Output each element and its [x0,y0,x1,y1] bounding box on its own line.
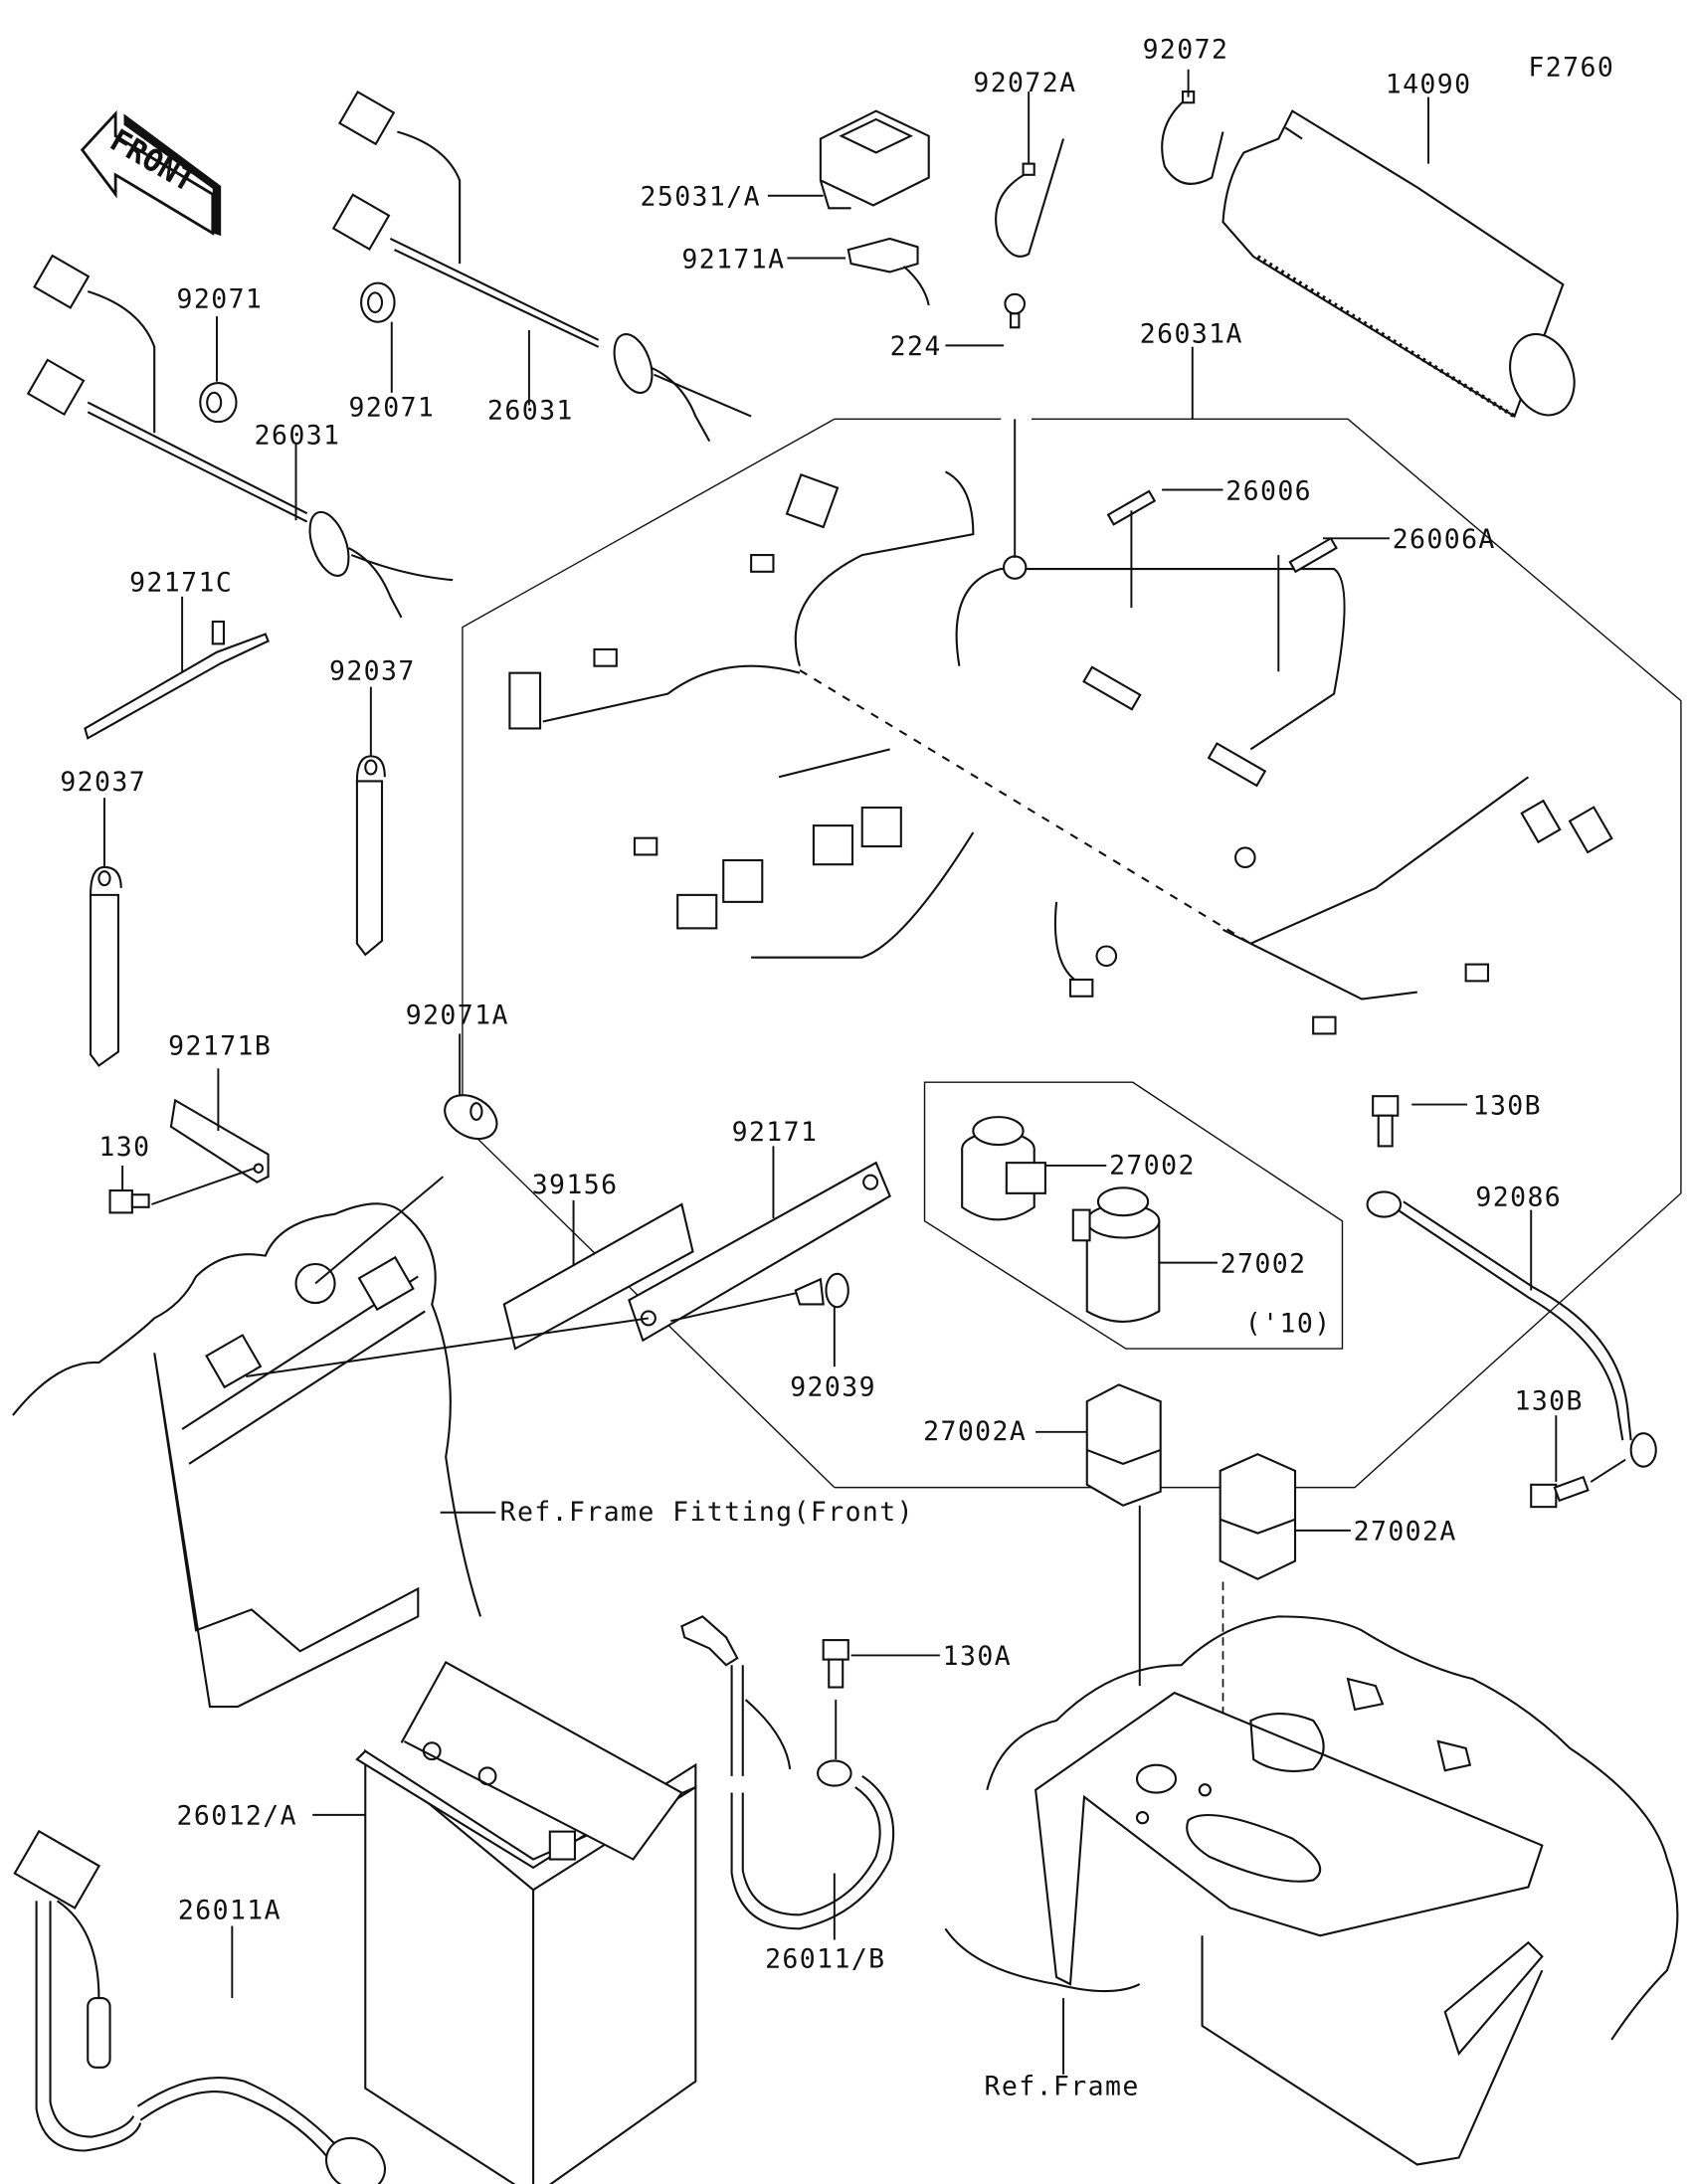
label-224: 224 [890,331,942,362]
wiring-harness-26031-lower[interactable] [26,254,454,619]
ref-frame-fitting-front: Ref.Frame Fitting(Front) [500,1497,914,1528]
fuse-26006A[interactable] [1288,536,1338,574]
cable-tie-92072[interactable] [1161,91,1224,185]
bolt-130A[interactable] [822,1639,849,1760]
label-27002A-right: 27002A [1354,1517,1457,1547]
label-25031A: 25031/A [641,181,761,212]
label-92086: 92086 [1475,1182,1562,1212]
label-26006A: 26006A [1393,524,1496,555]
grommet-92071-left[interactable] [199,382,238,424]
label-92071-mid: 92071 [349,393,436,424]
switch-27002-lower[interactable] [1071,1186,1161,1323]
model-year-note: ('10) [1245,1308,1332,1339]
fuse-26006[interactable] [1106,489,1157,526]
wiring-harness-26031-upper[interactable] [331,90,752,443]
bracket-92171[interactable] [246,1161,891,1377]
relay-27002A-left[interactable] [1085,1383,1162,1687]
label-92037-left: 92037 [60,767,146,798]
bolt-130B-lower[interactable] [1530,1458,1626,1509]
switch-group-27002 [923,1081,1344,1350]
clamp-92171C[interactable] [84,620,270,740]
label-92071-left: 92071 [177,284,264,315]
cover-92037-left[interactable] [89,865,122,1067]
label-130B-lower: 130B [1514,1385,1583,1416]
clamp-92171B[interactable] [169,1098,270,1183]
cover-14090[interactable] [1221,109,1585,425]
frame-rear [944,1615,1679,2166]
label-27002A-left: 27002A [923,1416,1027,1447]
grommet-92071-mid[interactable] [360,281,396,323]
label-130: 130 [98,1132,150,1163]
clamp-92171A[interactable] [846,237,930,306]
label-130A: 130A [943,1641,1012,1672]
battery-cable-26011B[interactable] [680,1615,895,1930]
main-harness-group-26031A[interactable] [462,418,1682,1489]
label-92039: 92039 [790,1372,876,1403]
ref-frame: Ref.Frame [985,2072,1140,2102]
relay-27002A-right[interactable] [1219,1452,1297,1748]
label-26012A: 26012/A [177,1801,297,1832]
switch-27002-upper[interactable] [961,1116,1046,1221]
frame-fitting-front [12,1176,482,1709]
battery-cable-26011A[interactable] [13,1829,395,2184]
label-92072: 92072 [1143,35,1229,66]
plate-39156[interactable] [502,1202,694,1351]
label-92037-right: 92037 [329,656,416,687]
bolt-130B-upper[interactable] [1372,1095,1400,1148]
cable-tie-92072A[interactable] [995,138,1065,258]
label-26031-upper: 26031 [487,395,574,426]
bolt-130[interactable] [108,1167,255,1214]
label-92171B: 92171B [168,1030,272,1061]
label-92072A: 92072A [973,68,1076,98]
label-92171A: 92171A [681,244,785,274]
label-26031-lower: 26031 [255,420,341,451]
label-92171: 92171 [732,1117,819,1148]
relay-box-25031[interactable] [819,109,930,210]
label-130B-upper: 130B [1473,1090,1542,1121]
cover-92037-right[interactable] [355,755,386,957]
figure-code: F2760 [1528,53,1614,84]
label-26006: 26006 [1225,475,1312,506]
label-27002-upper: 27002 [1109,1150,1196,1181]
clip-92039[interactable] [669,1272,849,1323]
ground-cable-92086[interactable] [1366,1190,1657,1468]
grommet-92071A[interactable] [437,1086,504,1148]
label-27002-lower: 27002 [1221,1248,1307,1279]
label-26031A: 26031A [1140,319,1243,350]
label-39156: 39156 [532,1170,619,1200]
label-92171C: 92171C [129,567,233,598]
label-26011B: 26011/B [765,1943,885,1974]
leader-lines [103,69,1558,2075]
front-arrow-icon: FRONT [80,109,222,237]
label-14090: 14090 [1386,69,1472,99]
battery-26012[interactable] [355,1660,697,2184]
label-92071A: 92071A [406,1001,509,1031]
screw-224[interactable] [1004,292,1027,329]
label-26011A: 26011A [178,1896,282,1926]
